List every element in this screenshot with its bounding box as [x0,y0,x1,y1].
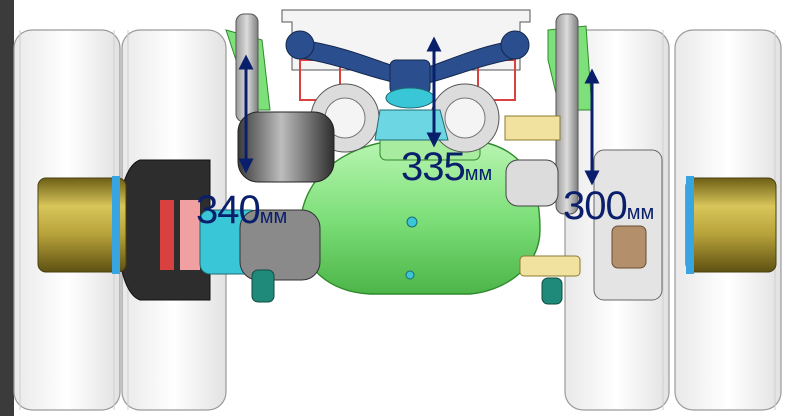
right-wheel-hub [685,176,777,274]
dimension-unit: мм [259,206,288,228]
dimension-unit: мм [626,202,655,224]
left-hub-motor [239,209,321,303]
dimension-value: 340 [196,188,261,232]
dimension-value: 335 [401,145,466,189]
upper-v-link-arms [285,30,530,109]
dimension-unit: мм [464,163,493,185]
right-differential-cylinder [430,83,500,153]
dimension-label-340: 340мм [196,190,287,230]
photo-edge-left [0,0,14,416]
right-hub-drum [519,149,663,305]
right-air-bellow [504,115,561,207]
left-wheel-hub [37,176,127,274]
dimension-label-335: 335мм [401,147,492,187]
dimension-value: 300 [563,184,628,228]
left-air-bellow [237,111,335,183]
dimension-label-300: 300мм [563,186,654,226]
center-linkage [374,109,449,141]
right-vertical-arm [555,13,579,215]
